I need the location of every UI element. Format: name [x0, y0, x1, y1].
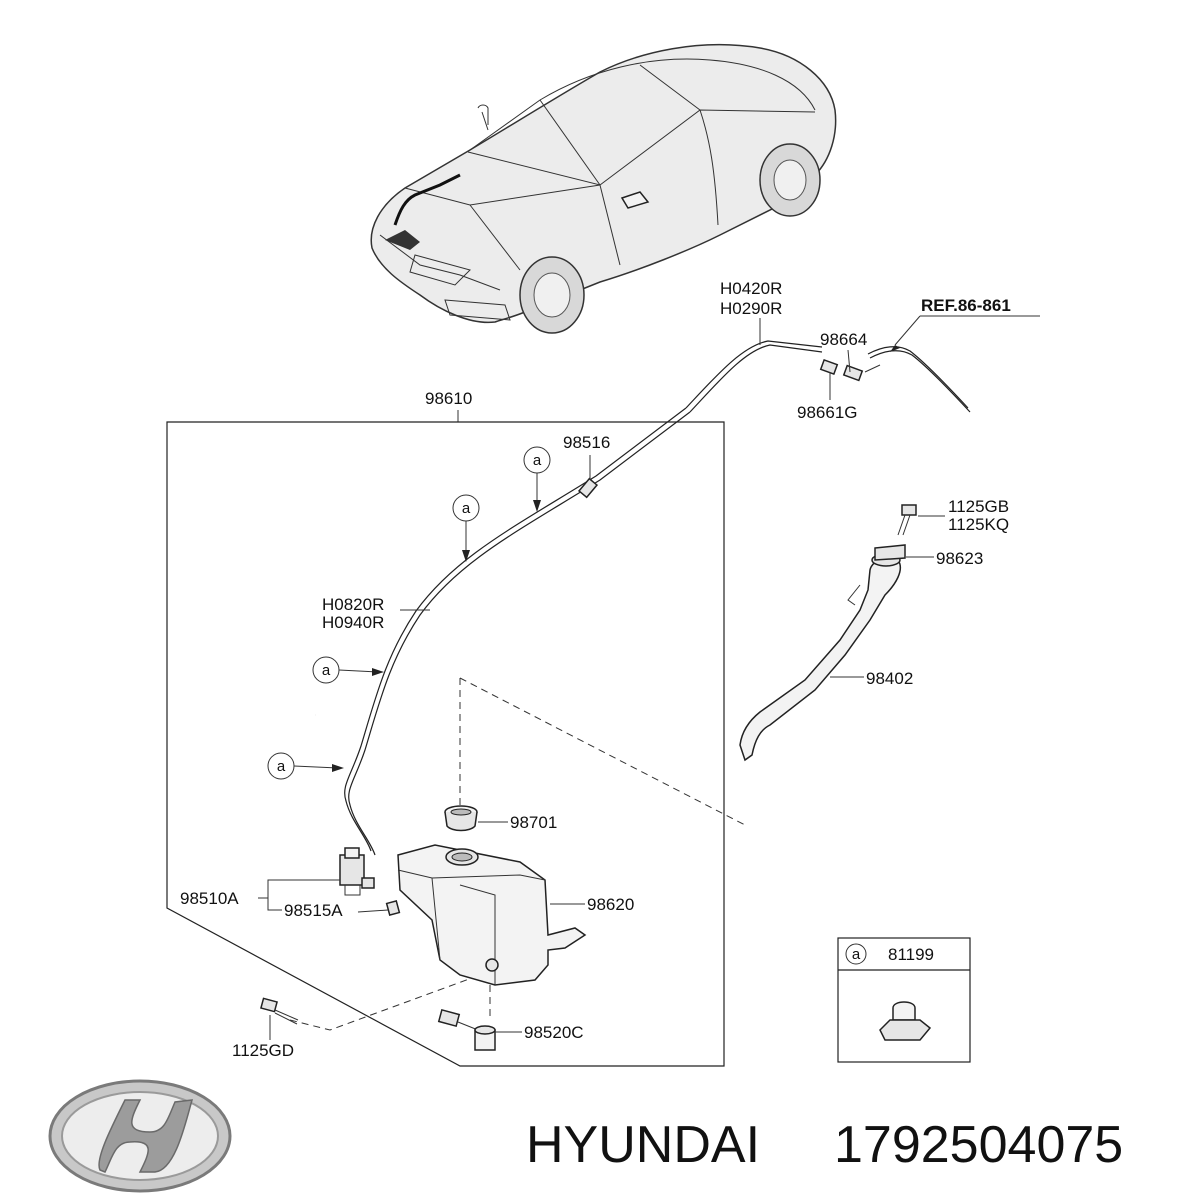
- bolt-1125gb: [897, 504, 917, 536]
- part-98510a-label: 98510A: [180, 889, 239, 908]
- clip-callout-1: a: [523, 446, 551, 512]
- part-1125gd-label: 1125GD: [232, 1041, 294, 1060]
- front-hose-assembly: [685, 340, 971, 413]
- svg-text:a: a: [277, 758, 286, 775]
- svg-text:a: a: [322, 662, 331, 679]
- part-81199-label: 81199: [888, 945, 934, 964]
- clip-detail-box: a 81199: [837, 937, 971, 1063]
- svg-text:a: a: [462, 500, 471, 517]
- grommet-98701: [444, 805, 478, 832]
- clip-callout-3: a: [312, 656, 384, 684]
- hose-main-label-1: H0820R: [322, 595, 384, 614]
- part-98515a-label: 98515A: [284, 901, 343, 920]
- clip-detail-ref: a: [852, 946, 861, 963]
- hose-front-label-1: H0420R: [720, 279, 782, 298]
- washer-reservoir-98620: [397, 844, 587, 1020]
- part-98623-label: 98623: [936, 549, 983, 568]
- part-98661g-label: 98661G: [797, 403, 858, 422]
- part-1125kq-label: 1125KQ: [948, 515, 1009, 534]
- hose-main-label-2: H0940R: [322, 613, 384, 632]
- part-98520c-label: 98520C: [524, 1023, 584, 1042]
- part-98516-label: 98516: [563, 433, 610, 452]
- assembly-box: [166, 421, 725, 1067]
- car-illustration: [370, 43, 837, 334]
- part-1125gb-label: 1125GB: [948, 497, 1009, 516]
- part-number: 1792504075: [834, 1116, 1123, 1174]
- level-sensor-98520c: [437, 1008, 496, 1051]
- ref-label: REF.86-861: [921, 296, 1011, 315]
- brand-name: HYUNDAI: [526, 1116, 760, 1174]
- washer-pump-98510a: [339, 847, 375, 896]
- filler-neck-98402: [739, 544, 906, 762]
- svg-text:a: a: [533, 452, 542, 469]
- part-98402-label: 98402: [866, 669, 913, 688]
- part-98664-label: 98664: [820, 330, 867, 349]
- hyundai-logo: [48, 1079, 232, 1193]
- hose-front-label-2: H0290R: [720, 299, 782, 318]
- bolt-1125gd: [260, 997, 299, 1025]
- part-98610-label: 98610: [425, 389, 472, 408]
- part-98620-label: 98620: [587, 895, 634, 914]
- part-98701-label: 98701: [510, 813, 557, 832]
- clip-callout-2: a: [452, 494, 480, 562]
- clip-callout-4: a: [267, 752, 344, 780]
